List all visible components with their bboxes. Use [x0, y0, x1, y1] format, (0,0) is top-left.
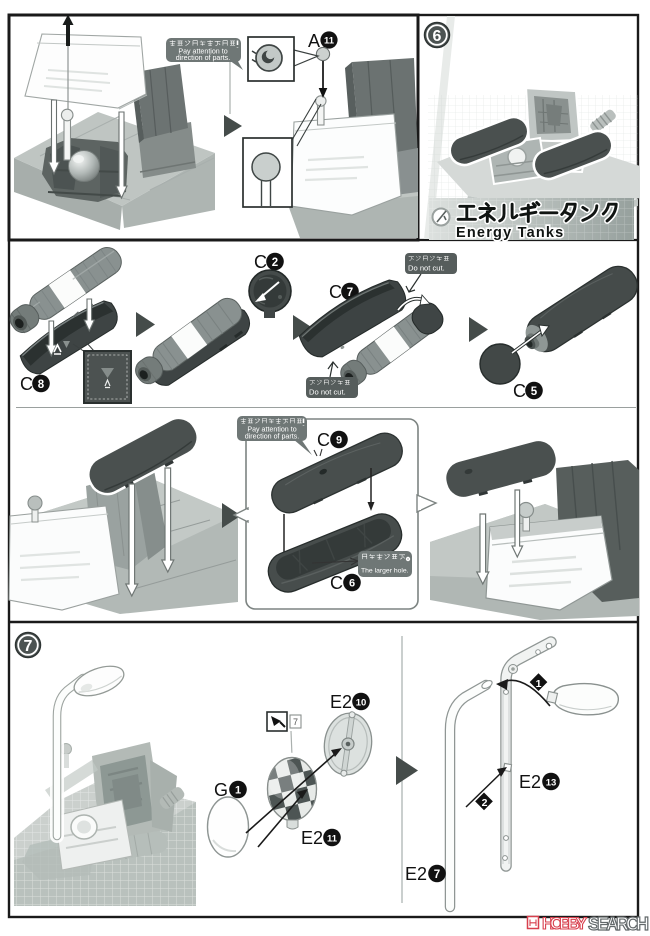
svg-text:C: C — [254, 252, 267, 272]
svg-text:1: 1 — [235, 785, 241, 797]
svg-text:E2: E2 — [405, 864, 427, 884]
svg-text:C: C — [330, 573, 343, 593]
svg-text:2: 2 — [482, 797, 488, 809]
svg-text:1: 1 — [536, 678, 542, 690]
svg-text:7: 7 — [24, 638, 33, 655]
svg-text:A: A — [308, 31, 320, 51]
svg-text:C: C — [329, 282, 342, 302]
svg-text:7: 7 — [347, 287, 353, 299]
svg-text:SEARCH: SEARCH — [588, 914, 648, 934]
svg-text:5: 5 — [531, 386, 538, 398]
svg-text:direction of parts.: direction of parts. — [245, 433, 299, 441]
svg-text:Pay attention to: Pay attention to — [247, 426, 296, 434]
svg-text:6: 6 — [349, 578, 355, 590]
svg-text:C: C — [20, 374, 33, 394]
svg-text:E2: E2 — [330, 692, 352, 712]
svg-text:direction of parts.: direction of parts. — [176, 54, 230, 62]
svg-text:C: C — [317, 430, 330, 450]
svg-text:E2: E2 — [301, 828, 323, 848]
svg-text:10: 10 — [356, 697, 367, 708]
svg-text:E2: E2 — [519, 772, 541, 792]
svg-text:11: 11 — [324, 35, 335, 46]
svg-text:7: 7 — [293, 717, 298, 727]
svg-text:Do not cut.: Do not cut. — [408, 264, 445, 273]
svg-text:G: G — [214, 780, 228, 800]
svg-text:Energy Tanks: Energy Tanks — [456, 225, 564, 241]
svg-text:9: 9 — [336, 435, 342, 447]
svg-text:HOBBY: HOBBY — [542, 914, 588, 933]
svg-text:2: 2 — [272, 257, 278, 269]
svg-text:6: 6 — [433, 28, 442, 45]
svg-text:8: 8 — [38, 379, 45, 391]
svg-text:The larger hole.: The larger hole. — [361, 568, 409, 575]
svg-text:Do not cut.: Do not cut. — [309, 388, 346, 397]
svg-text:C: C — [513, 381, 526, 401]
svg-text:Pay attention to: Pay attention to — [178, 48, 227, 56]
svg-text:11: 11 — [327, 833, 338, 844]
svg-text:7: 7 — [434, 869, 440, 881]
svg-text:13: 13 — [546, 778, 557, 789]
